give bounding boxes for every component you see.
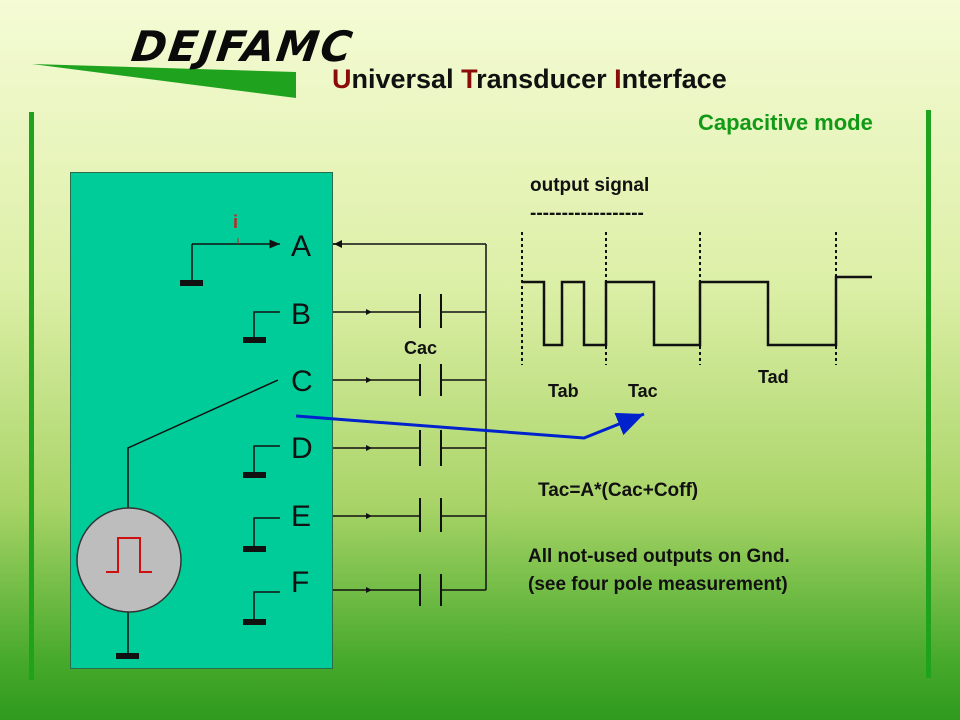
- tad-label: Tad: [758, 367, 789, 387]
- uti-chip: [70, 172, 333, 669]
- capacitor-e: [333, 498, 486, 532]
- right-accent-bar: [926, 110, 931, 678]
- tab-label: Tab: [548, 381, 579, 401]
- pin-label-a: A: [291, 230, 312, 263]
- capacitor-b: [333, 294, 486, 328]
- pin-d-ground: [243, 445, 280, 478]
- pin-label-e: E: [291, 500, 312, 533]
- note-line-1: All not-used outputs on Gnd.: [528, 546, 790, 567]
- output-signal-heading: output signal: [530, 175, 650, 196]
- capacitor-f: [333, 574, 486, 606]
- pin-label-d: D: [291, 432, 313, 465]
- formula: Tac=A*(Cac+Coff): [538, 480, 699, 501]
- pin-label-f: F: [291, 566, 310, 599]
- pin-c-source-wire: [116, 379, 279, 659]
- pin-a-ground: [180, 238, 280, 286]
- pin-f-ground: [243, 591, 280, 625]
- note-line-2: (see four pole measurement): [528, 574, 788, 595]
- pin-e-ground: [243, 517, 280, 552]
- tac-label: Tac: [628, 381, 658, 401]
- capacitor-label: Cac: [404, 338, 438, 358]
- output-waveform: [521, 232, 872, 365]
- left-accent-bar: [29, 112, 34, 680]
- current-label: i: [233, 212, 239, 232]
- output-signal-underline: ------------------: [530, 203, 644, 224]
- page-title: Universal Transducer Interface: [332, 64, 727, 94]
- pin-b-ground: [243, 311, 280, 343]
- common-bus: [333, 240, 487, 590]
- pin-label-c: C: [291, 365, 313, 398]
- capacitor-d: [333, 430, 486, 466]
- pulse-source: [76, 507, 182, 613]
- mode-subtitle: Capacitive mode: [698, 110, 873, 135]
- pin-label-b: B: [291, 298, 312, 331]
- tac-pointer-arrow: [295, 412, 645, 440]
- capacitor-c: [333, 364, 486, 396]
- logo-swoosh: [32, 64, 296, 98]
